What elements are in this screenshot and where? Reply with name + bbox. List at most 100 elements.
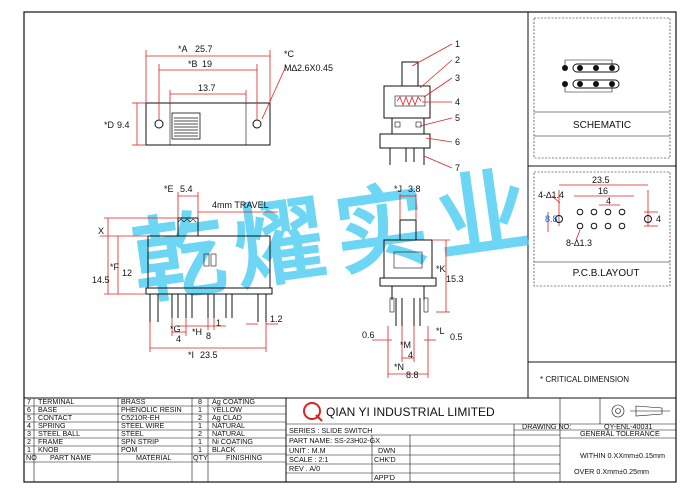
dim-inner-value: 13.7	[198, 83, 216, 93]
callout-4: 4	[455, 97, 460, 107]
dim-f-label: *F	[110, 262, 120, 272]
drawing-no-label: DRAWING NO:	[522, 422, 571, 431]
bom-row-part: STEEL BALL	[38, 429, 80, 438]
bom-row-qty: 1	[198, 405, 202, 414]
dim-e-label: *E	[164, 184, 174, 194]
bom-row-no: 6	[27, 405, 31, 414]
callout-7: 7	[455, 163, 460, 173]
bom-row-material: BRASS	[121, 397, 146, 406]
rev-info: REV . A/0	[289, 464, 320, 473]
bom-row-material: STEEL WIRE	[121, 421, 164, 430]
part-name-info: PART NAME: SS-23H02-GX	[289, 436, 380, 445]
schematic-label: SCHEMATIC	[573, 120, 631, 131]
bom-row-part: BASE	[38, 405, 57, 414]
bom-row-no: 5	[27, 413, 31, 422]
bom-row-finishing: Ag CLAD	[212, 413, 242, 422]
dim-pin-width: 1.2	[270, 314, 283, 324]
pcb-height: 8.8	[545, 214, 558, 224]
dim-c-label: *C	[284, 49, 295, 59]
drawing-no: QY-ENL-40031	[604, 422, 652, 431]
bom-row-part: KNOB	[38, 445, 59, 454]
bom-table: 7 TERMINAL BRASS 8 Ag COATING 6 BASE PHE…	[26, 397, 263, 462]
bom-row-material: C5210R-EH	[121, 413, 160, 422]
bom-row-qty: 2	[198, 429, 202, 438]
bom-row-part: SPRING	[38, 421, 66, 430]
dim-j-value: 3.8	[408, 184, 421, 194]
pcb-layout	[547, 184, 658, 241]
dim-b-label: *B	[188, 59, 198, 69]
travel-label: 4mm TRAVEL	[212, 200, 269, 210]
dim-e-value: 5.4	[180, 184, 193, 194]
critical-dimension-note: * CRITICAL DIMENSION	[540, 375, 629, 384]
bom-row-part: TERMINAL	[38, 397, 74, 406]
tolerance-title: GENERAL TOLERANCE	[580, 429, 660, 438]
pcb-label: P.C.B.LAYOUT	[573, 268, 640, 279]
bom-row-qty: 1	[198, 445, 202, 454]
sheet-border	[23, 11, 677, 483]
chkd-label: CHK'D	[374, 455, 396, 464]
bom-row-qty: 1	[198, 421, 202, 430]
exploded-view	[379, 43, 453, 169]
dim-f-value: 12	[122, 268, 132, 278]
company-name: QIAN YI INDUSTRIAL LIMITED	[326, 405, 495, 419]
dim-i-value: 23.5	[200, 350, 218, 360]
bom-header-finishing: FINISHING	[226, 453, 263, 462]
callout-2: 2	[455, 55, 460, 65]
bom-row-finishing: Ag COATING	[212, 397, 255, 406]
dim-one: 1	[216, 318, 221, 328]
dim-k-value: 15.3	[446, 274, 464, 284]
bom-row-qty: 8	[198, 397, 202, 406]
pcb-small-hole: 8-∆1.3	[566, 238, 592, 248]
dim-n-value: 8.8	[406, 370, 419, 380]
bom-row-material: POM	[121, 445, 137, 454]
tolerance-over: OVER 0.Xmm±0.25mm	[574, 467, 649, 476]
top-view	[132, 50, 287, 146]
side-view	[372, 194, 450, 378]
pcb-total-width: 23.5	[592, 175, 610, 185]
dim-h-label: *H	[192, 327, 202, 337]
front-view	[100, 192, 278, 352]
bom-row-no: 1	[27, 445, 31, 454]
dim-l-label: *L	[436, 326, 445, 336]
callout-3: 3	[455, 73, 460, 83]
bom-row-qty: 1	[198, 437, 202, 446]
dim-a-value: 25.7	[195, 44, 213, 54]
title-block	[24, 397, 676, 482]
bom-row-finishing: BLACK	[212, 445, 236, 454]
unit-info: UNIT : M.M	[289, 446, 326, 455]
pcb-right-dim: 4	[656, 214, 661, 224]
bom-row-qty: 2	[198, 413, 202, 422]
dim-n-label: *N	[394, 362, 404, 372]
dim-a-label: *A	[178, 44, 188, 54]
schematic-symbol	[562, 59, 620, 93]
company-logo	[303, 402, 323, 422]
dim-b-value: 19	[202, 59, 212, 69]
callout-5: 5	[455, 113, 460, 123]
bom-row-no: 7	[27, 397, 31, 406]
appd-label: APP'D	[374, 473, 395, 482]
bom-row-finishing: NATURAL	[212, 429, 245, 438]
dwn-label: DWN	[378, 446, 395, 455]
bom-row-finishing: NATURAL	[212, 421, 245, 430]
bom-header-material: MATERIAL	[136, 453, 171, 462]
bom-row-finishing: Ni COATING	[212, 437, 253, 446]
dim-k-label: *K	[436, 264, 446, 274]
bom-row-part: CONTACT	[38, 413, 73, 422]
bom-row-no: 4	[27, 421, 31, 430]
projection-symbol	[611, 404, 670, 418]
callout-1: 1	[455, 39, 460, 49]
watermark: 乾燿实业	[127, 158, 545, 316]
scale-info: SCALE : 2:1	[289, 455, 329, 464]
bom-row-part: FRAME	[38, 437, 63, 446]
dim-g-label: *G	[170, 324, 181, 334]
dim-m-value: 4	[408, 350, 413, 360]
dim-h-value: 8	[206, 331, 211, 341]
bom-row-material: STEEL	[121, 429, 144, 438]
dim-lw-value: 0.6	[362, 330, 375, 340]
callout-6: 6	[455, 137, 460, 147]
bom-row-finishing: YELLOW	[212, 405, 242, 414]
dim-d-value: 9.4	[117, 120, 130, 130]
bom-row-no: 2	[27, 437, 31, 446]
dim-f-outer: 14.5	[92, 275, 110, 285]
